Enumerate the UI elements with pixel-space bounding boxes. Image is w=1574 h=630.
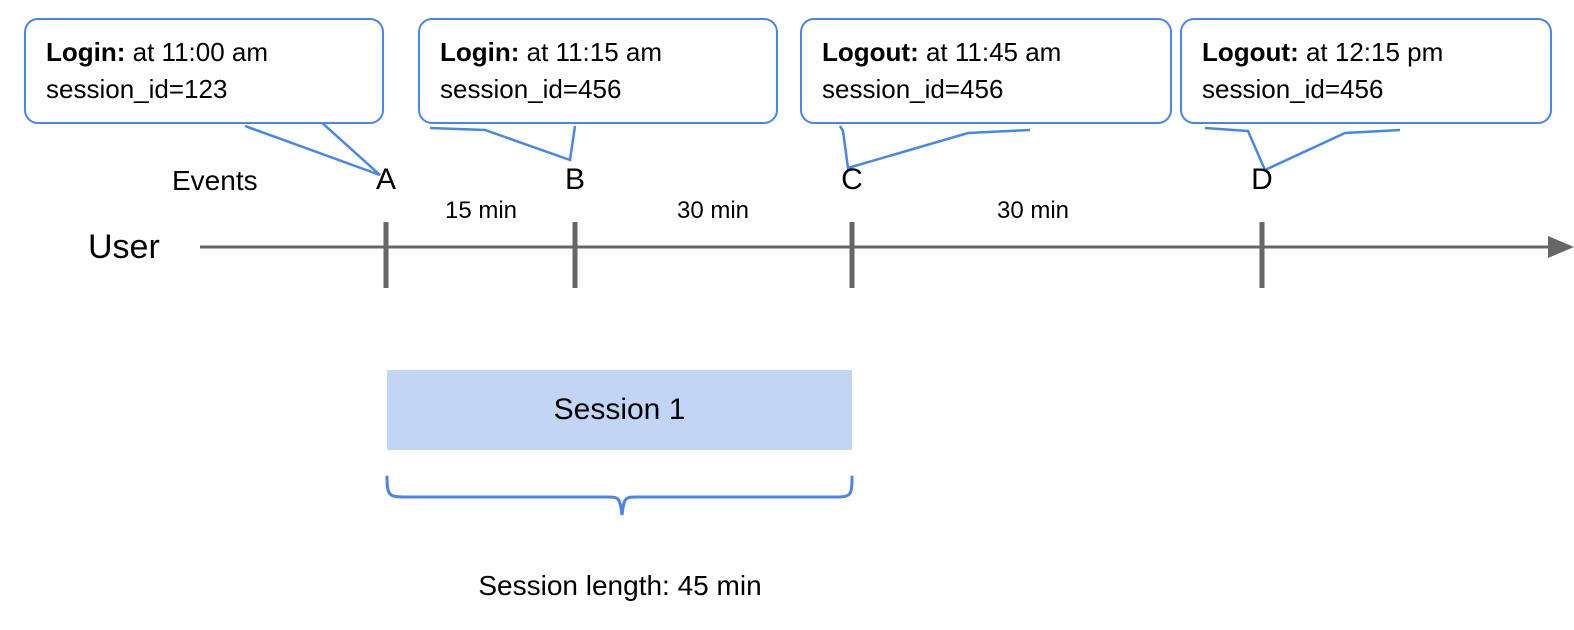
callout-a-session: session_id=123 — [46, 73, 228, 104]
session-length-label: Session length: 45 min — [478, 570, 762, 601]
session-block-label: Session 1 — [553, 393, 686, 426]
tick-label-c: C — [841, 163, 863, 196]
callout-a-event-label: Login: — [46, 37, 126, 67]
interval-label-c-d: 30 min — [996, 197, 1070, 224]
session-brace — [385, 475, 854, 516]
session-block[interactable]: Session 1 — [387, 370, 852, 450]
interval-label-a-b: 15 min — [444, 197, 518, 224]
callout-a-time: at 11:00 am — [125, 37, 269, 67]
callout-c-session: session_id=456 — [822, 73, 1004, 104]
user-axis-label: User — [88, 228, 160, 266]
callout-b-event-label: Login: — [440, 37, 520, 67]
callout-tail-a — [244, 120, 381, 177]
callout-d-session: session_id=456 — [1202, 73, 1384, 104]
callout-b-session: session_id=456 — [440, 73, 622, 104]
events-row-label: Events — [172, 165, 258, 196]
callout-tail-c — [838, 125, 1031, 170]
callout-event-b[interactable]: Login: at 11:15 am session_id=456 — [418, 18, 778, 124]
callout-c-event-label: Logout: — [822, 37, 919, 67]
callout-d-event-label: Logout: — [1202, 37, 1299, 67]
callout-c-time: at 11:45 am — [918, 37, 1062, 67]
callout-tail-d — [1204, 126, 1401, 172]
tick-label-a: A — [375, 163, 396, 196]
callout-d-time: at 12:15 pm — [1298, 37, 1444, 67]
callout-tail-b — [429, 125, 577, 162]
callout-event-a[interactable]: Login: at 11:00 am session_id=123 — [24, 18, 384, 124]
callout-event-c[interactable]: Logout: at 11:45 am session_id=456 — [800, 18, 1172, 124]
time-axis — [200, 236, 1574, 258]
tick-label-b: B — [564, 163, 585, 196]
tick-label-d: D — [1251, 163, 1273, 196]
callout-b-time: at 11:15 am — [519, 37, 663, 67]
callout-event-d[interactable]: Logout: at 12:15 pm session_id=456 — [1180, 18, 1552, 124]
interval-label-b-c: 30 min — [676, 197, 750, 224]
